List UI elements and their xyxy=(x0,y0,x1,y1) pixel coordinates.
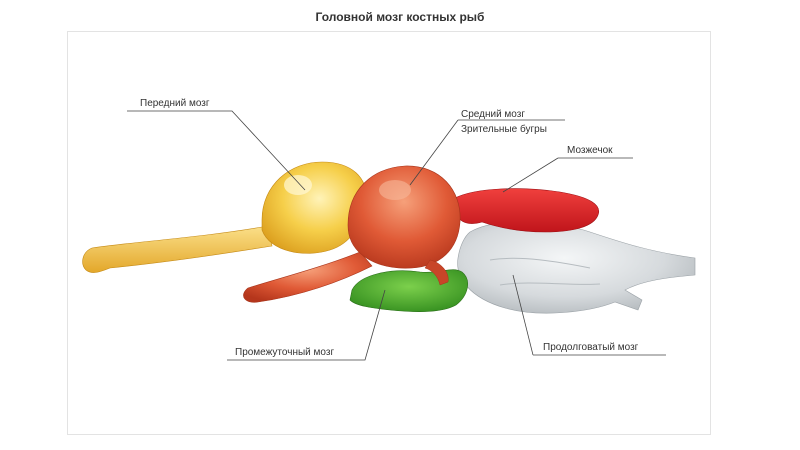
leader-cerebellum xyxy=(502,157,559,193)
leader-midbrain xyxy=(409,119,459,186)
forebrain-shape xyxy=(82,161,367,273)
label-medulla: Продолговатый мозг xyxy=(543,342,639,353)
leader-lines xyxy=(127,110,666,361)
diagram-frame xyxy=(67,31,711,435)
label-optic-lobes: Зрительные бугры xyxy=(461,123,547,135)
midbrain-shape xyxy=(347,165,461,286)
leader-medulla xyxy=(512,274,534,356)
medulla-shape xyxy=(457,221,696,314)
leader-forebrain xyxy=(127,110,306,191)
leader-diencephalon xyxy=(227,289,386,361)
optic-nerve-shape xyxy=(243,251,373,303)
diencephalon-shape xyxy=(349,269,468,313)
label-diencephalon: Промежуточный мозг xyxy=(235,347,334,358)
label-midbrain: Средний мозг xyxy=(461,109,525,120)
page-title: Головной мозг костных рыб xyxy=(315,10,485,24)
label-cerebellum: Мозжечок xyxy=(567,145,613,156)
label-forebrain: Передний мозг xyxy=(140,98,210,109)
cerebellum-shape xyxy=(452,188,600,233)
